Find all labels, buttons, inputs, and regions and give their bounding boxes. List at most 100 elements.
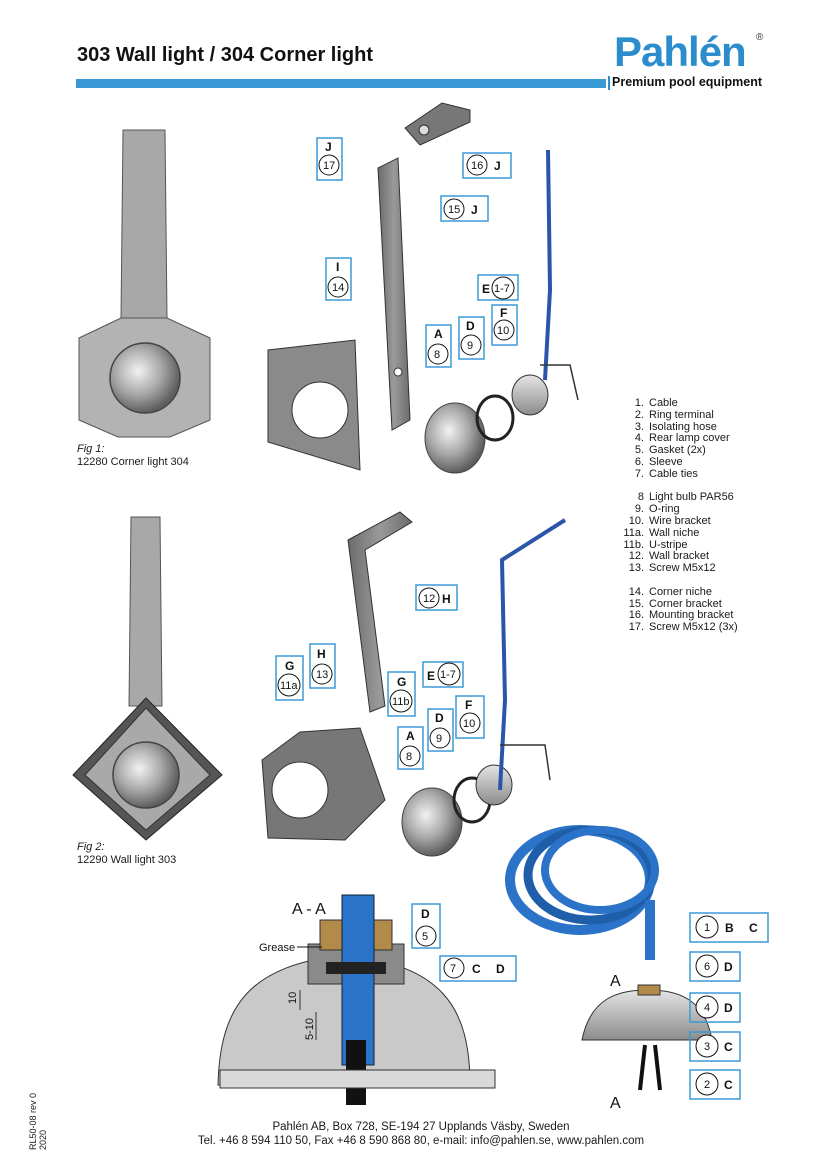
callout-6: 6	[704, 961, 710, 973]
callout-13: 13	[316, 669, 328, 681]
section-marker-bottom: A	[610, 1095, 621, 1112]
dimension-10: 10	[287, 992, 299, 1004]
callout-g: G	[285, 659, 294, 673]
callout-2: 2	[704, 1079, 710, 1091]
callout-d: D	[466, 319, 475, 333]
legend-item: 5.Gasket (2x)	[634, 444, 706, 457]
registered-mark: ®	[756, 32, 764, 43]
callout-9-2: 9	[436, 733, 442, 745]
dimension-5-10: 5-10	[304, 1018, 316, 1040]
legend-item: 1.Cable	[634, 397, 678, 409]
callout-d-2: D	[435, 711, 444, 725]
callout-1-c: C	[749, 921, 758, 935]
callout-4-d: D	[724, 1001, 733, 1015]
callout-15-letter: J	[471, 203, 478, 217]
callout-7-d: D	[496, 962, 505, 976]
callout-f: F	[500, 306, 507, 320]
callout-16-letter: J	[494, 159, 501, 173]
legend-item: 17.Screw M5x12 (3x)	[628, 621, 738, 634]
callout-i: I	[336, 260, 339, 274]
figure-2-caption: Fig 2: 12290 Wall light 303	[77, 841, 176, 867]
callout-10-2: 10	[463, 718, 475, 730]
callout-d-section: D	[421, 907, 430, 921]
section-view-aa	[217, 894, 496, 1105]
cable-coil-assembly	[505, 825, 713, 1091]
legend-item: 9.O-ring	[634, 503, 680, 516]
brand-logo: Pahlén ® Premium pool equipment	[608, 28, 776, 90]
callout-8: 8	[434, 349, 440, 361]
doc-year: 2020	[38, 1129, 48, 1150]
section-label-aa: A - A	[292, 901, 326, 918]
callout-13-letter: H	[317, 647, 326, 661]
callout-12: 12	[423, 593, 435, 605]
callout-3-c: C	[724, 1040, 733, 1054]
parts-legend: 1.Cable 2.Ring terminal 3.Isolating hose…	[618, 397, 738, 634]
callout-8-2: 8	[406, 751, 412, 763]
legend-item: 11a.Wall niche	[623, 526, 700, 539]
callout-15: 15	[448, 204, 460, 216]
legend-item: 6.Sleeve	[634, 455, 683, 468]
brand-tagline: Premium pool equipment	[612, 75, 763, 89]
legend-item: 16.Mounting bracket	[628, 609, 734, 622]
legend-item: 4.Rear lamp cover	[634, 432, 730, 445]
callout-j: J	[325, 140, 332, 154]
callout-f-2: F	[465, 698, 472, 712]
doc-ref: RL50-08 rev 0	[28, 1092, 38, 1150]
brand-name: Pahlén	[614, 28, 747, 75]
callout-17: 17	[323, 160, 335, 172]
callouts: J 17 16 J 15 J I 14 E 1-7 A 8 D 9 F	[259, 137, 769, 1112]
legend-item: 14.Corner niche	[628, 585, 712, 598]
corner-light-exploded	[267, 102, 579, 474]
grease-label: Grease	[259, 942, 295, 954]
callout-1-7: 1-7	[494, 283, 510, 295]
legend-item: 3.Isolating hose	[634, 420, 717, 433]
legend-item: 15.Corner bracket	[628, 597, 722, 610]
legend-item: 2.Ring terminal	[634, 408, 714, 421]
legend-item: 7.Cable ties	[634, 467, 698, 480]
legend-item: 13.Screw M5x12	[628, 562, 716, 575]
callout-1-7-2: 1-7	[440, 669, 456, 681]
figure-1-caption: Fig 1: 12280 Corner light 304	[77, 443, 189, 469]
callout-a: A	[434, 327, 443, 341]
callout-11b: 11b	[392, 696, 410, 708]
page-title: 303 Wall light / 304 Corner light	[77, 44, 373, 66]
callout-6-d: D	[724, 960, 733, 974]
document-reference: RL50-08 rev 0 2020	[28, 1093, 48, 1150]
figure-2-text: 12290 Wall light 303	[77, 854, 177, 866]
footer: Pahlén AB, Box 728, SE-194 27 Upplands V…	[0, 1120, 826, 1148]
callout-11a: 11a	[280, 680, 298, 692]
footer-address: Pahlén AB, Box 728, SE-194 27 Upplands V…	[272, 1121, 570, 1133]
callout-7: 7	[450, 963, 456, 975]
legend-item: 10.Wire bracket	[628, 514, 711, 527]
logo-separator	[608, 76, 610, 90]
section-marker-top: A	[610, 973, 621, 990]
callout-4: 4	[704, 1002, 710, 1014]
callout-h: H	[442, 592, 451, 606]
figure-1-label: Fig 1:	[77, 443, 105, 455]
header-rule	[76, 79, 606, 88]
wall-light-assembled	[72, 516, 223, 841]
corner-light-assembled	[78, 129, 211, 438]
callout-a-2: A	[406, 729, 415, 743]
callout-14: 14	[332, 282, 344, 294]
callout-9: 9	[467, 340, 473, 352]
callout-c: C	[472, 962, 481, 976]
callout-10: 10	[497, 325, 509, 337]
callout-11b-letter: G	[397, 675, 406, 689]
callout-3: 3	[704, 1041, 710, 1053]
callout-e: E	[482, 282, 490, 296]
footer-contact: Tel. +46 8 594 110 50, Fax +46 8 590 868…	[197, 1135, 645, 1147]
callout-2-c: C	[724, 1078, 733, 1092]
legend-item: 12.Wall bracket	[628, 550, 710, 563]
figure-2-label: Fig 2:	[77, 841, 105, 853]
callout-16: 16	[471, 160, 483, 172]
callout-1: 1	[704, 922, 710, 934]
figure-1-text: 12280 Corner light 304	[77, 456, 189, 468]
callout-5: 5	[422, 931, 428, 943]
wall-light-exploded	[261, 511, 567, 857]
callout-e-2: E	[427, 669, 435, 683]
legend-item: 11b.U-stripe	[623, 538, 688, 551]
callout-b: B	[725, 921, 734, 935]
